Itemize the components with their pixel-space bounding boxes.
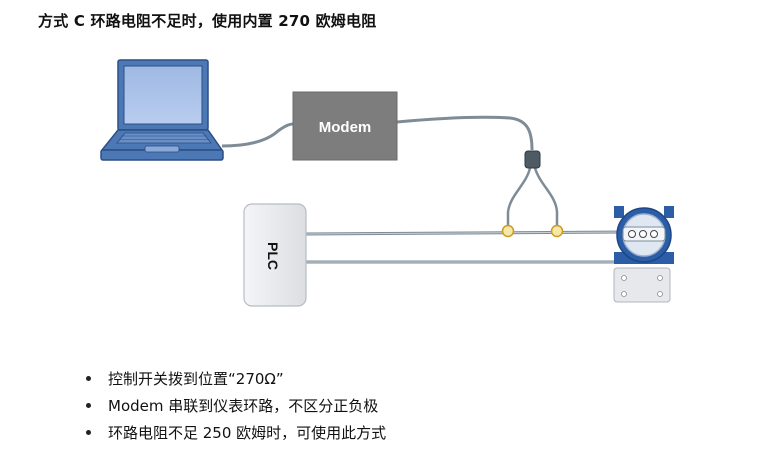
bullet-dot: [86, 403, 91, 408]
bullet-dot: [86, 430, 91, 435]
bullet-text: 环路电阻不足 250 欧姆时，可使用此方式: [108, 424, 387, 442]
bullet-text: 控制开关拨到位置“270Ω”: [108, 370, 284, 388]
list-item: 控制开关拨到位置“270Ω”: [86, 368, 386, 395]
modem-label: Modem: [319, 119, 372, 136]
bullet-list: 控制开关拨到位置“270Ω” Modem 串联到仪表环路，不区分正负极 环路电阻…: [86, 368, 386, 449]
cable-junction: [524, 150, 541, 169]
clip-connector: [550, 224, 564, 238]
bullet-text: Modem 串联到仪表环路，不区分正负极: [108, 397, 379, 415]
plc-device: PLC: [243, 203, 307, 307]
laptop-icon: [100, 59, 224, 161]
plc-label: PLC: [265, 242, 281, 270]
transmitter-icon: [613, 206, 674, 303]
clip-connector: [501, 224, 515, 238]
bullet-dot: [86, 376, 91, 381]
list-item: 环路电阻不足 250 欧姆时，可使用此方式: [86, 422, 386, 449]
modem-device: Modem: [292, 91, 398, 161]
list-item: Modem 串联到仪表环路，不区分正负极: [86, 395, 386, 422]
page-title: 方式 C 环路电阻不足时，使用内置 270 欧姆电阻: [38, 12, 377, 30]
